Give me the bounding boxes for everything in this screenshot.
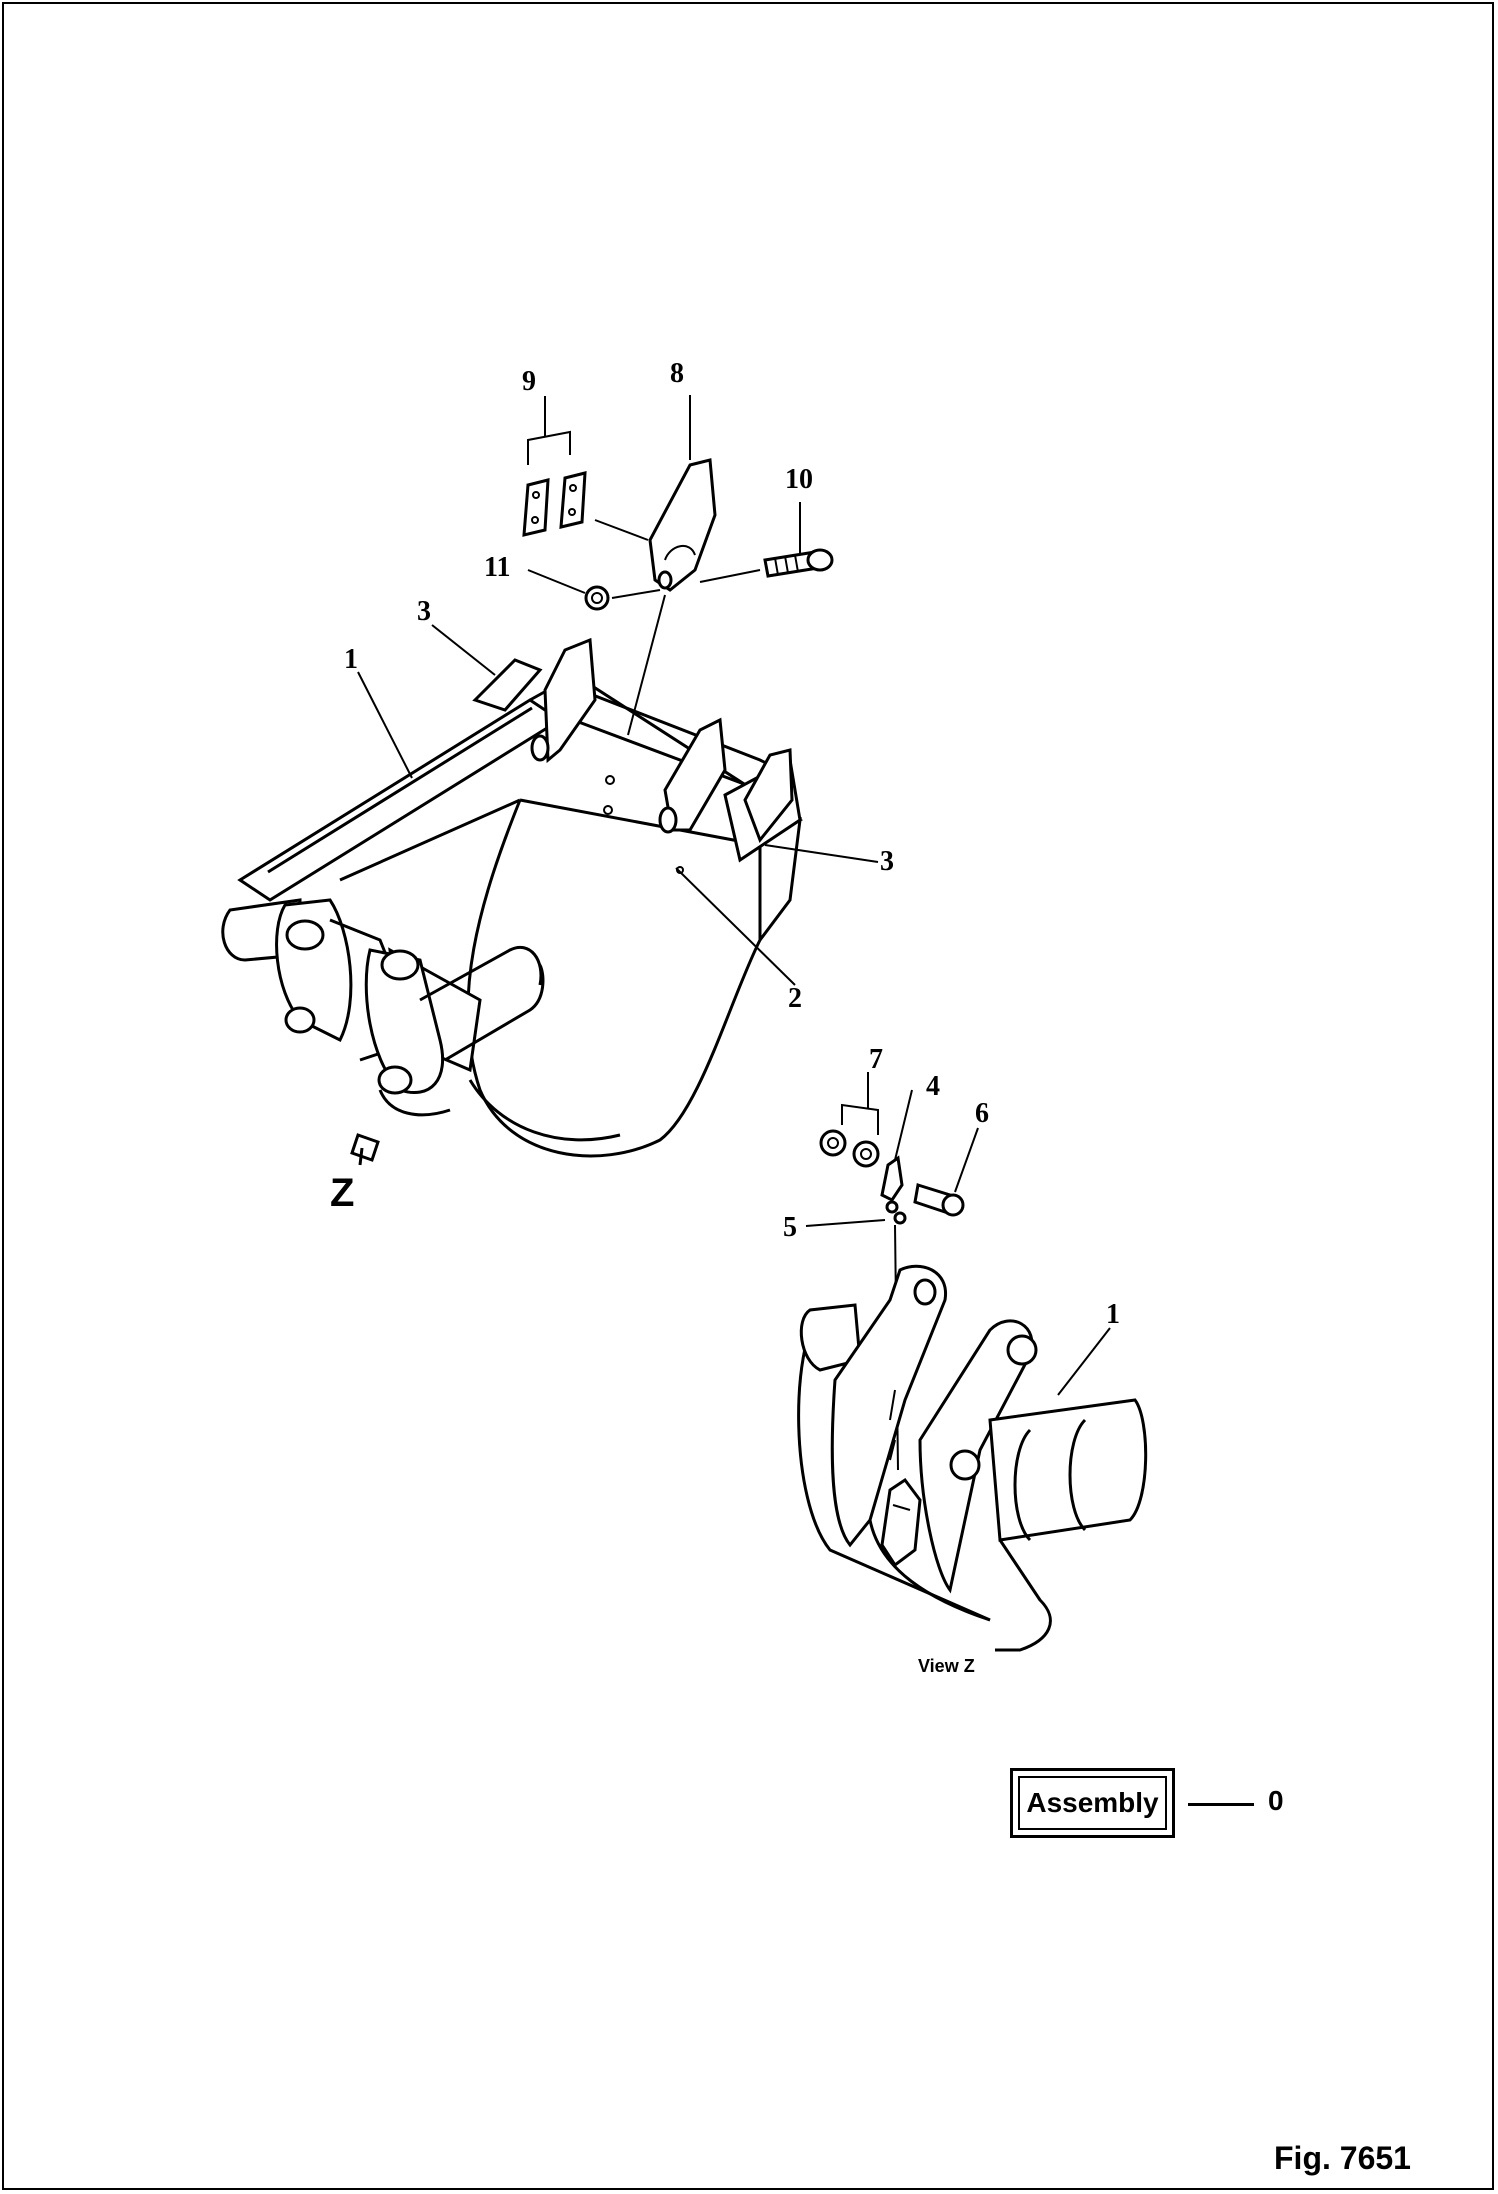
tooth-exploded-parts [522,395,834,736]
callout-10: 10 [785,464,813,495]
assembly-box: Assembly [1010,1768,1175,1838]
callout-8: 8 [670,358,684,389]
callout-4: 4 [926,1071,940,1102]
bucket-main-illustration [221,637,804,1166]
callout-6: 6 [975,1098,989,1129]
callout-11: 11 [484,552,510,583]
assembly-value: 0 [1268,1785,1284,1816]
callout-3-right: 3 [880,846,894,877]
callout-9: 9 [522,366,536,397]
callout-1-main: 1 [344,644,358,675]
view-z-detail [797,1072,1148,1652]
callout-5: 5 [783,1212,797,1243]
view-z-marker: Z [330,1171,354,1215]
callout-3-left: 3 [417,596,431,627]
assembly-label: Assembly [1018,1776,1167,1830]
callout-labels: 1 2 3 3 4 5 6 7 8 9 10 11 1 Z View Z [330,358,1120,1676]
callout-1-view-z: 1 [1106,1299,1120,1330]
assembly-leader-line [1188,1803,1254,1806]
figure-label: Fig. 7651 [1274,2140,1411,2176]
callout-7: 7 [869,1044,883,1075]
callout-2: 2 [788,983,802,1014]
view-z-caption: View Z [918,1656,975,1676]
